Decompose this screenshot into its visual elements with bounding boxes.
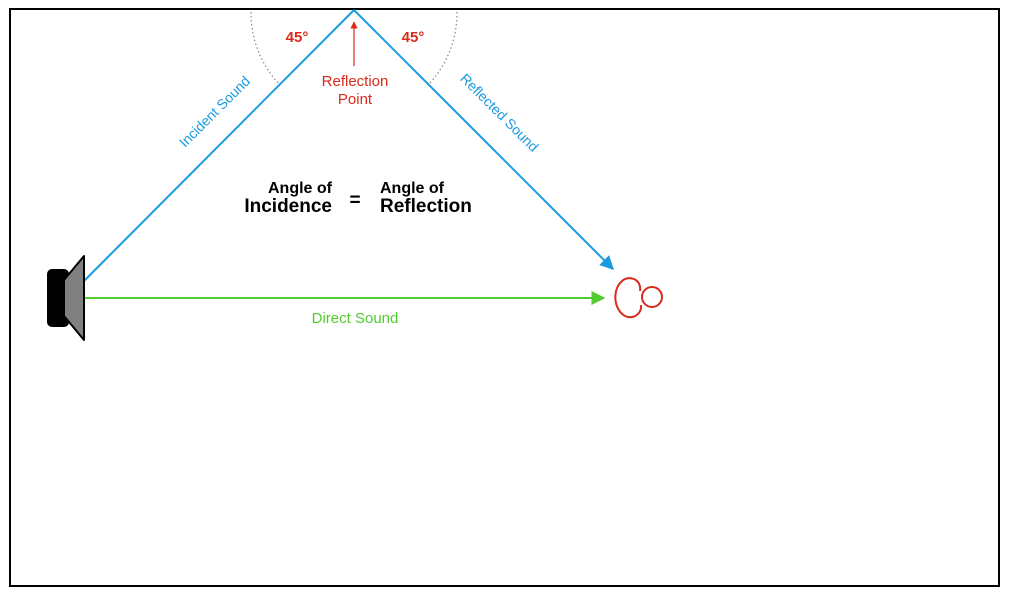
reflected-sound-label: Reflected Sound xyxy=(457,70,542,155)
angle-right-label: 45° xyxy=(402,29,425,46)
angle-arc-right xyxy=(427,11,458,86)
incident-ray xyxy=(83,9,355,282)
room-frame xyxy=(9,8,1000,587)
equation-left-line1: Angle of xyxy=(268,180,333,197)
equation-operator: = xyxy=(349,190,360,211)
reflection-point-label-line1: Reflection xyxy=(322,73,389,90)
angle-arc-left xyxy=(250,11,281,86)
equation-right-line1: Angle of xyxy=(380,180,445,197)
equation-left-line2: Incidence xyxy=(244,196,332,217)
equation-right-line2: Reflection xyxy=(380,196,472,217)
speaker-icon xyxy=(47,255,85,341)
reflection-point-label-line2: Point xyxy=(338,91,373,108)
reflected-ray xyxy=(353,9,614,270)
direct-sound-label: Direct Sound xyxy=(312,310,399,327)
incident-sound-label: Incident Sound xyxy=(176,73,253,150)
ear-icon xyxy=(614,277,663,319)
angle-left-label: 45° xyxy=(286,29,309,46)
